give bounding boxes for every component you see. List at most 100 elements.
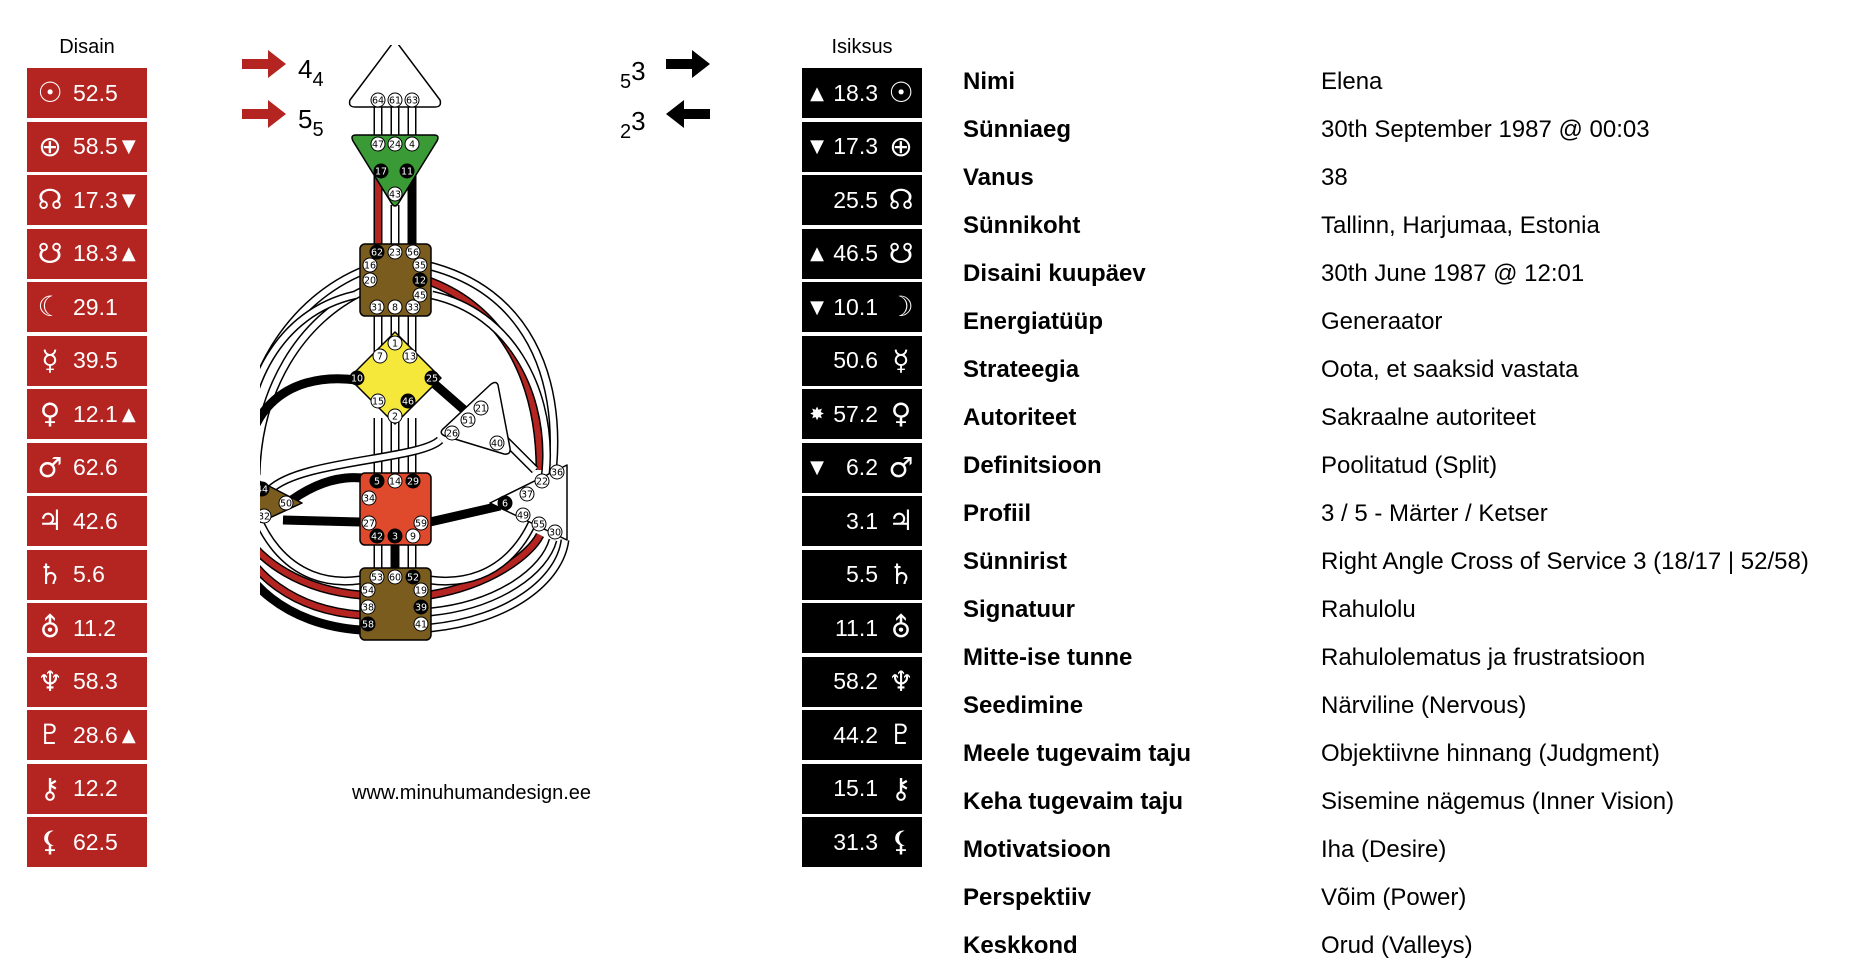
gate-circle — [387, 186, 403, 202]
gate-number: 30 — [549, 528, 561, 539]
gate-circle — [534, 473, 550, 489]
info-label: Nimi — [963, 68, 1016, 95]
line-marker-icon: ▲ — [121, 243, 136, 264]
gate-number: 33 — [407, 303, 419, 314]
info-label: Autoriteet — [963, 404, 1077, 431]
gate-number: 46 — [402, 397, 414, 408]
info-label: Seedimine — [963, 692, 1084, 719]
channel-fill — [282, 517, 361, 525]
variable-left-top: 44 — [298, 54, 324, 91]
info-label: Meele tugevaim taju — [963, 740, 1192, 767]
gate-circle — [370, 136, 386, 152]
planet-value: 58.2 — [833, 668, 878, 694]
channel-fill — [260, 292, 361, 585]
gate-number: 35 — [414, 261, 426, 272]
line-marker-icon: ▼ — [810, 136, 824, 157]
info-label: Energiatüüp — [963, 308, 1104, 335]
planet-value: 29.1 — [73, 293, 118, 320]
planet-value: 18.3 — [73, 240, 118, 266]
design-planet-row: ☿ 39.5 — [27, 335, 147, 386]
pluto-icon: ♇ — [37, 718, 63, 751]
personality-planet-row: 58.2 ♆ — [802, 656, 922, 707]
personality-planet-row: ▼ 10.1 ☽ — [802, 282, 922, 332]
design-planet-row: ♇ 28.6 ▲ — [27, 710, 147, 760]
uranus-icon: ⛢ — [39, 611, 61, 644]
gate-number: 27 — [363, 519, 375, 530]
gate-number: 9 — [410, 532, 416, 543]
arrow-left-icon — [666, 100, 710, 128]
center-sacral — [359, 472, 432, 546]
gate-circle — [387, 299, 403, 315]
north-node-icon: ☊ — [888, 183, 914, 216]
planet-value: 28.6 — [73, 721, 118, 748]
personality-column-title: Isiksus — [831, 36, 893, 58]
planet-value: 50.6 — [833, 347, 878, 373]
sun-icon: ☉ — [37, 76, 63, 109]
planet-value: 17.3 — [73, 186, 118, 213]
info-row: Sünnikoht Tallinn, Harjumaa, Estonia — [963, 202, 1863, 250]
gate-circle — [519, 486, 535, 502]
line-marker-icon: ✸ — [809, 403, 825, 425]
planet-value: 39.5 — [73, 347, 118, 373]
info-value: 38 — [1321, 164, 1348, 191]
design-planet-row: ⚸ 62.5 — [27, 817, 147, 867]
gate-circle — [412, 287, 428, 303]
design-planet-row: ☋ 18.3 ▲ — [27, 228, 147, 279]
mercury-icon: ☿ — [892, 343, 910, 377]
center-root — [359, 567, 432, 641]
planet-value: 57.2 — [833, 400, 878, 427]
personality-planet-row: ▲ 18.3 ☉ — [802, 68, 922, 118]
planet-value: 6.2 — [846, 454, 878, 480]
gate-circle — [489, 435, 505, 451]
info-label: Keha tugevaim taju — [963, 788, 1184, 815]
gate-number: 42 — [371, 532, 383, 543]
gate-circle — [444, 425, 460, 441]
gate-number: 16 — [364, 261, 376, 272]
gate-number: 22 — [536, 477, 548, 488]
gate-circle — [370, 393, 386, 409]
chiron-icon: ⚷ — [39, 771, 61, 805]
neptune-icon: ♆ — [888, 664, 914, 698]
planet-value: 12.2 — [73, 775, 118, 801]
gate-number: 24 — [389, 140, 401, 151]
gate-number: 61 — [389, 96, 401, 107]
personality-planet-row: 50.6 ☿ — [802, 335, 922, 386]
info-value: Oota, et saaksid vastata — [1321, 356, 1579, 383]
gate-number: 2 — [392, 412, 398, 423]
planet-value: 58.3 — [73, 668, 118, 694]
info-row: Mitte-ise tunne Rahulolematus ja frustra… — [963, 634, 1863, 682]
personality-planet-row: ▲ 46.5 ☋ — [802, 228, 922, 279]
line-marker-icon: ▼ — [810, 296, 824, 318]
channel-fill — [429, 533, 543, 598]
gate-circle — [473, 400, 489, 416]
line-marker-icon: ▲ — [121, 403, 136, 425]
info-label: Sünnikoht — [963, 212, 1081, 239]
gate-circle — [369, 473, 385, 489]
neptune-icon: ♆ — [37, 664, 63, 698]
info-row: Signatuur Rahulolu — [963, 586, 1863, 634]
gate-number: 64 — [372, 96, 384, 107]
personality-planet-row: ▼ 6.2 ♂ — [802, 442, 922, 493]
info-row: Strateegia Oota, et saaksid vastata — [963, 346, 1863, 394]
info-label: Definitsioon — [963, 452, 1102, 479]
channel-fill — [260, 567, 362, 618]
design-planet-row: ⛢ 11.2 — [27, 603, 147, 653]
info-value: Sakraalne autoriteet — [1321, 404, 1536, 431]
gate-number: 36 — [551, 468, 563, 479]
design-planet-row: ♃ 42.6 — [27, 496, 147, 546]
gate-number: 5 — [374, 477, 380, 488]
planet-value: 42.6 — [73, 507, 118, 534]
moon-icon: ☾ — [37, 290, 63, 323]
info-value: Elena — [1321, 68, 1383, 95]
gate-number: 63 — [406, 96, 418, 107]
gate-number: 32 — [260, 512, 270, 523]
lilith-icon: ⚸ — [39, 825, 61, 858]
gate-circle — [360, 582, 376, 598]
info-row: Sünniaeg 30th September 1987 @ 00:03 — [963, 106, 1863, 154]
personality-planet-row: ✸ 57.2 ♀ — [802, 389, 922, 439]
uranus-icon: ⛢ — [890, 611, 912, 644]
info-value: Generaator — [1321, 308, 1443, 335]
channel-fill — [429, 292, 550, 585]
north-node-icon: ☊ — [37, 183, 63, 216]
